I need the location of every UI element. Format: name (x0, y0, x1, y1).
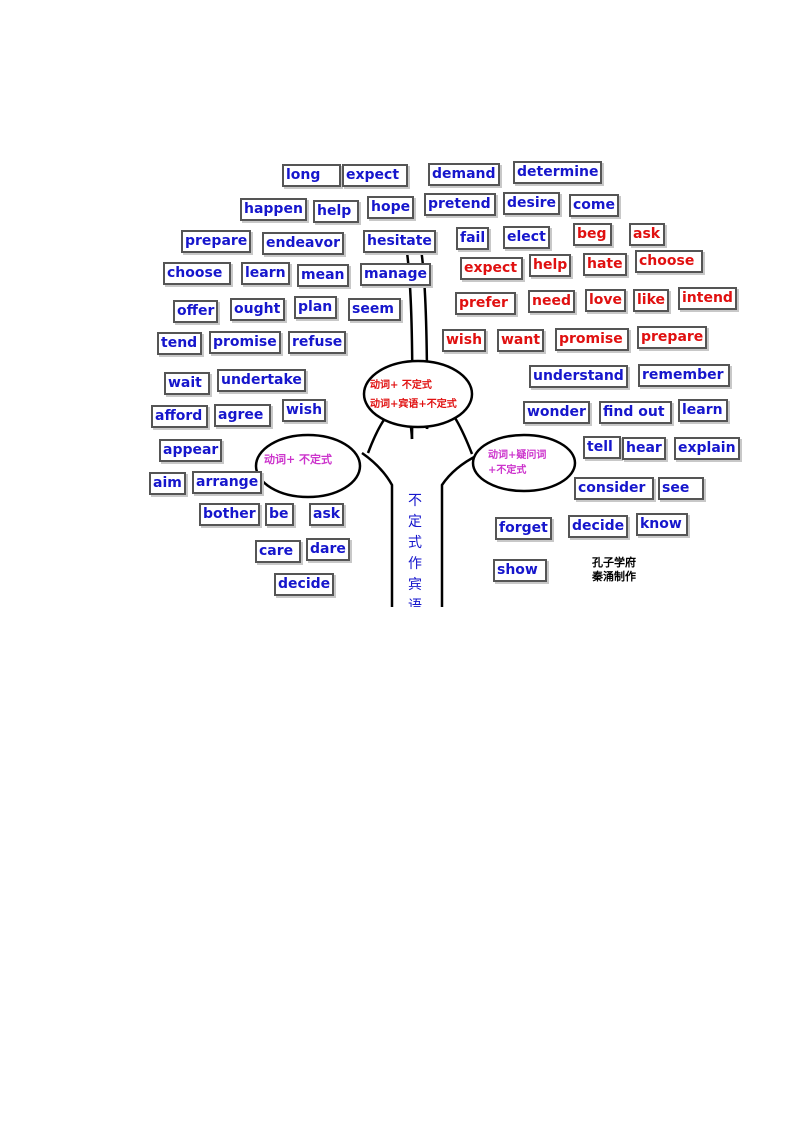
word-box: wish (282, 399, 327, 422)
word-box: endeavor (262, 232, 345, 255)
left-node-ellipse (254, 433, 362, 499)
trunk-char: 式 (408, 535, 422, 551)
word-box: wait (164, 372, 210, 395)
word-box: long (282, 164, 341, 187)
word-box: refuse (288, 331, 347, 354)
word-box: remember (638, 364, 730, 387)
word-box: ask (629, 223, 665, 246)
word-box: pretend (424, 193, 496, 216)
word-box: understand (529, 365, 628, 388)
word-box: manage (360, 263, 431, 286)
word-box: desire (503, 192, 561, 215)
word-box: seem (348, 298, 401, 321)
credit-line-2: 秦涌制作 (592, 570, 636, 583)
right-node-label-2: +不定式 (488, 465, 527, 476)
word-box: happen (240, 198, 307, 221)
word-box: prepare (637, 326, 708, 349)
word-box: appear (159, 439, 223, 462)
left-node-label: 动词+ 不定式 (264, 453, 333, 466)
word-box: want (497, 329, 545, 352)
word-box: hear (622, 437, 666, 460)
word-box: expect (460, 257, 523, 280)
word-box: choose (163, 262, 231, 285)
word-box: prepare (181, 230, 252, 253)
word-box: come (569, 194, 619, 217)
top-node-label-1: 动词+ 不定式 (370, 380, 432, 391)
word-box: help (529, 254, 572, 277)
top-node-label-2: 动词+宾语+不定式 (370, 399, 457, 410)
word-box: like (633, 289, 670, 312)
word-box: dare (306, 538, 350, 561)
tree-diagram (254, 234, 577, 607)
word-box: see (658, 477, 704, 500)
trunk-char: 宾 (408, 577, 422, 593)
word-box: love (585, 289, 627, 312)
right-node-ellipse (471, 433, 577, 493)
word-box: offer (173, 300, 219, 323)
word-box: mean (297, 264, 349, 287)
word-box: be (265, 503, 294, 526)
word-box: fail (456, 227, 490, 250)
word-box: tell (583, 436, 621, 459)
word-box: choose (635, 250, 703, 273)
word-box: hope (367, 196, 415, 219)
word-box: know (636, 513, 688, 536)
word-box: find out (599, 401, 672, 424)
word-box: ask (309, 503, 345, 526)
word-box: determine (513, 161, 603, 184)
word-box: care (255, 540, 301, 563)
credit-stamp: 孔子学府 秦涌制作 (592, 556, 636, 584)
word-box: promise (555, 328, 629, 351)
word-box: need (528, 290, 575, 313)
word-box: decide (274, 573, 335, 596)
right-node-label-1: 动词+疑问词 (488, 450, 547, 461)
word-box: bother (199, 503, 260, 526)
word-box: afford (151, 405, 208, 428)
word-box: help (313, 200, 359, 223)
credit-line-1: 孔子学府 (592, 556, 636, 569)
word-box: hate (583, 253, 627, 276)
word-box: learn (678, 399, 728, 422)
word-box: prefer (455, 292, 516, 315)
word-box: intend (678, 287, 737, 310)
word-box: expect (342, 164, 408, 187)
trunk-char: 作 (408, 556, 422, 572)
word-box: undertake (217, 369, 306, 392)
word-box: learn (241, 262, 290, 285)
trunk-char: 语 (408, 598, 422, 607)
word-box: wonder (523, 401, 590, 424)
trunk-char: 定 (408, 514, 422, 530)
word-box: demand (428, 163, 500, 186)
word-box: beg (573, 223, 612, 246)
word-box: wish (442, 329, 487, 352)
word-box: agree (214, 404, 271, 427)
word-box: plan (294, 296, 337, 319)
word-box: consider (574, 477, 654, 500)
word-box: arrange (192, 471, 263, 494)
word-box: forget (495, 517, 552, 540)
word-box: elect (503, 226, 550, 249)
word-box: tend (157, 332, 202, 355)
word-box: aim (149, 472, 186, 495)
word-box: ought (230, 298, 285, 321)
word-box: show (493, 559, 547, 582)
word-box: hesitate (363, 230, 436, 253)
trunk-char: 不 (408, 493, 422, 509)
word-box: decide (568, 515, 629, 538)
word-box: explain (674, 437, 740, 460)
top-node-ellipse (362, 359, 474, 429)
word-box: promise (209, 331, 281, 354)
